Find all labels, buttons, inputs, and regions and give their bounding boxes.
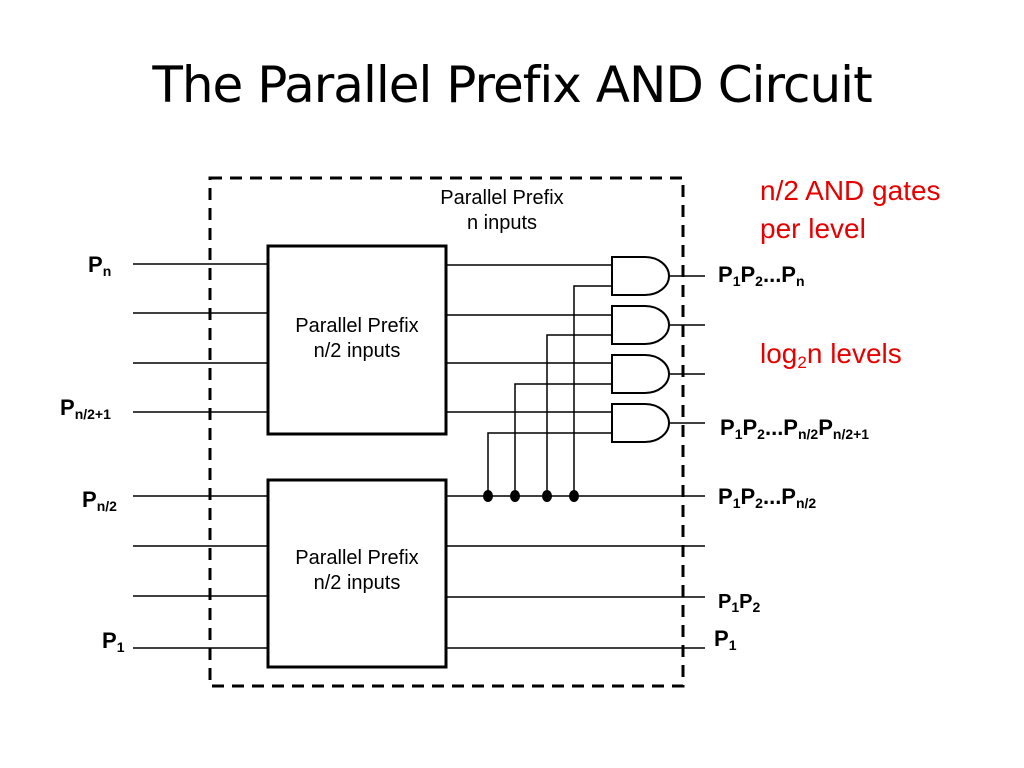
output-label-mid: P1P2...Pn/2Pn/2+1 (720, 415, 870, 442)
output-label-p1: P1 (714, 626, 737, 653)
feed-line (573, 285, 612, 496)
upper-output-wires (446, 264, 612, 413)
junction-dot (510, 490, 520, 502)
upper-block-line1: Parallel Prefix (295, 315, 419, 337)
upper-block-line2: n/2 inputs (313, 340, 401, 362)
lower-prefix-block (266, 478, 448, 669)
input-label-p1: P1 (102, 628, 125, 655)
lower-block-caption: Parallel Prefix n/2 inputs (268, 546, 446, 596)
feed-lines (487, 285, 612, 496)
output-label-top: P1P2...Pn (718, 262, 805, 289)
input-label-pn2p1: Pn/2+1 (60, 395, 111, 422)
upper-prefix-block (266, 244, 448, 436)
feed-line (487, 432, 612, 496)
junction-dots (483, 490, 579, 502)
slide-title: The Parallel Prefix AND Circuit (152, 56, 872, 114)
output-label-p1p2: P1P2 (718, 591, 761, 615)
gates-note-line2: per level (760, 213, 866, 244)
output-label-half: P1P2...Pn/2 (718, 484, 817, 511)
feed-line (514, 383, 612, 496)
input-label-pn2: Pn/2 (82, 487, 117, 514)
and-gates (611, 256, 670, 443)
outer-block-line1: Parallel Prefix (440, 187, 564, 209)
gate-output-wires (669, 275, 705, 424)
junction-dot (569, 490, 579, 502)
and-gate (611, 354, 670, 394)
gates-note-line1: n/2 AND gates (760, 175, 941, 206)
upper-input-wires (133, 263, 268, 413)
outer-block-line2: n inputs (466, 212, 538, 234)
lower-input-wires (133, 495, 268, 649)
levels-note-post: n levels (806, 338, 902, 369)
lower-output-wires (446, 495, 705, 649)
levels-note: log2n levels (760, 335, 902, 373)
upper-block-caption: Parallel Prefix n/2 inputs (268, 314, 446, 364)
and-gate (611, 256, 670, 296)
and-gate (611, 403, 670, 443)
lower-block-line2: n/2 inputs (313, 572, 401, 594)
gates-per-level-note: n/2 AND gates per level (760, 172, 941, 248)
lower-block-line1: Parallel Prefix (295, 547, 419, 569)
feed-line (546, 334, 612, 496)
outer-block-caption: Parallel Prefix n inputs (402, 186, 602, 236)
outer-dashed-boundary (208, 176, 685, 688)
junction-dot (542, 490, 552, 502)
levels-note-pre: log (760, 338, 798, 369)
input-label-pn: Pn (88, 252, 112, 279)
junction-dot (483, 490, 493, 502)
and-gate (611, 305, 670, 345)
levels-note-sub: 2 (797, 353, 807, 372)
